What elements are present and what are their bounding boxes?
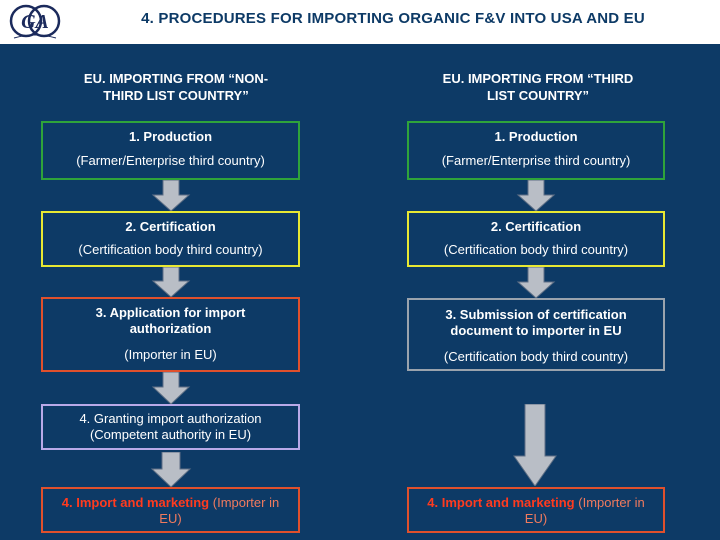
step-subtitle: (Importer in EU) <box>124 347 217 362</box>
step-title: 3. Application for import authorization <box>95 305 246 336</box>
right-step-production: 1. Production (Farmer/Enterprise third c… <box>407 121 665 180</box>
step-subtitle: (Importer in EU) <box>524 495 645 526</box>
header-bar: GA 4. PROCEDURES FOR IMPORTING ORGANIC F… <box>0 0 720 44</box>
down-arrow-icon <box>150 452 192 487</box>
left-step-import-marketing: 4. Import and marketing (Importer in EU) <box>41 487 300 533</box>
step-title: 4. Import and marketing <box>427 495 575 510</box>
left-step-production: 1. Production (Farmer/Enterprise third c… <box>41 121 300 180</box>
step-subtitle: (Certification body third country) <box>443 349 629 364</box>
step-subtitle: (Importer in EU) <box>159 495 280 526</box>
step-title: 2. Certification <box>125 219 216 234</box>
left-step-granting: 4. Granting import authorization (Compet… <box>41 404 300 450</box>
down-arrow-icon <box>151 267 191 297</box>
gaa-logo-icon: GA <box>9 4 61 39</box>
right-step-import-marketing: 4. Import and marketing (Importer in EU) <box>407 487 665 533</box>
right-step-submission: 3. Submission of certification document … <box>407 298 665 371</box>
step-title: 4. Import and marketing <box>61 495 210 510</box>
down-arrow-icon <box>516 180 556 211</box>
down-arrow-icon <box>151 372 191 404</box>
step-text: 4. Granting import authorization (Compet… <box>79 411 262 442</box>
left-step-certification: 2. Certification (Certification body thi… <box>41 211 300 267</box>
right-column-title: EU. IMPORTING FROM “THIRD LIST COUNTRY” <box>442 71 634 103</box>
page-title: 4. PROCEDURES FOR IMPORTING ORGANIC F&V … <box>141 10 645 27</box>
down-arrow-icon <box>516 267 556 298</box>
left-step-application: 3. Application for import authorization … <box>41 297 300 372</box>
step-subtitle: (Certification body third country) <box>443 242 629 257</box>
step-title: 2. Certification <box>490 219 582 234</box>
right-step-certification: 2. Certification (Certification body thi… <box>407 211 665 267</box>
step-subtitle: (Certification body third country) <box>78 242 263 257</box>
step-title: 3. Submission of certification document … <box>445 307 627 338</box>
step-subtitle: (Farmer/Enterprise third country) <box>441 153 631 168</box>
step-title: 1. Production <box>494 129 578 144</box>
svg-text:GA: GA <box>21 11 49 33</box>
down-arrow-icon <box>151 180 191 211</box>
long-down-arrow-icon <box>513 404 557 486</box>
left-column-title: EU. IMPORTING FROM “NON-THIRD LIST COUNT… <box>83 71 269 103</box>
step-title: 1. Production <box>128 129 213 144</box>
step-subtitle: (Farmer/Enterprise third country) <box>76 153 265 168</box>
